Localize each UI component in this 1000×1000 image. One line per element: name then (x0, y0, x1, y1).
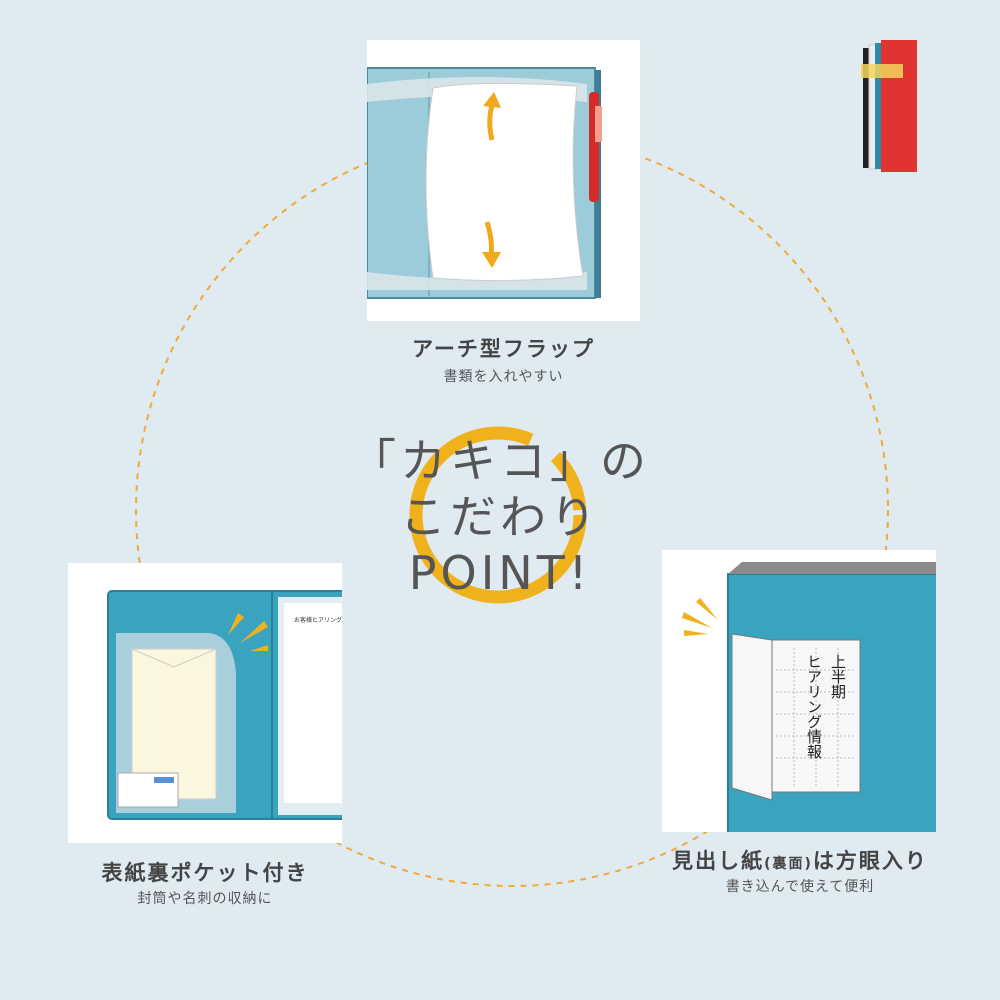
point-subtitle: 書き込んで使えて便利 (725, 879, 875, 895)
index-line1: 上半期 (829, 654, 847, 699)
document-heading: お客様ヒアリング (294, 617, 342, 624)
brush-circle (409, 426, 587, 604)
center-heading-line2: こだわり (400, 490, 600, 544)
title-rest: は方眼入り (812, 849, 928, 873)
point-subtitle: 封筒や名刺の収納に (137, 891, 273, 907)
index-paper-text: 上半期 ヒアリング情報 (802, 654, 850, 759)
spark-icon (682, 598, 718, 636)
point-subtitle: 書類を入れやすい (443, 369, 564, 385)
pen-icon (589, 92, 602, 202)
center-heading-line3: POINT! (408, 546, 592, 600)
point-title: アーチ型フラップ (412, 337, 595, 361)
point-title: 表紙裏ポケット付き (101, 861, 309, 885)
index-line2: ヒアリング情報 (805, 654, 823, 759)
center-heading-line1: 「カキコ」の (350, 434, 650, 488)
title-main: 見出し紙 (672, 849, 765, 873)
arrow-down-icon (482, 221, 501, 268)
pocket-image: お客様ヒアリング (68, 563, 342, 843)
point-title: 見出し紙(裏面)は方眼入り (630, 848, 970, 877)
arrow-up-icon (483, 92, 501, 141)
product-folders-icon (861, 40, 917, 172)
spark-icon (228, 613, 268, 651)
index-paper-image: 上半期 ヒアリング情報 (662, 550, 936, 832)
title-paren: (裏面) (764, 856, 813, 872)
arch-flap-image (367, 40, 640, 321)
